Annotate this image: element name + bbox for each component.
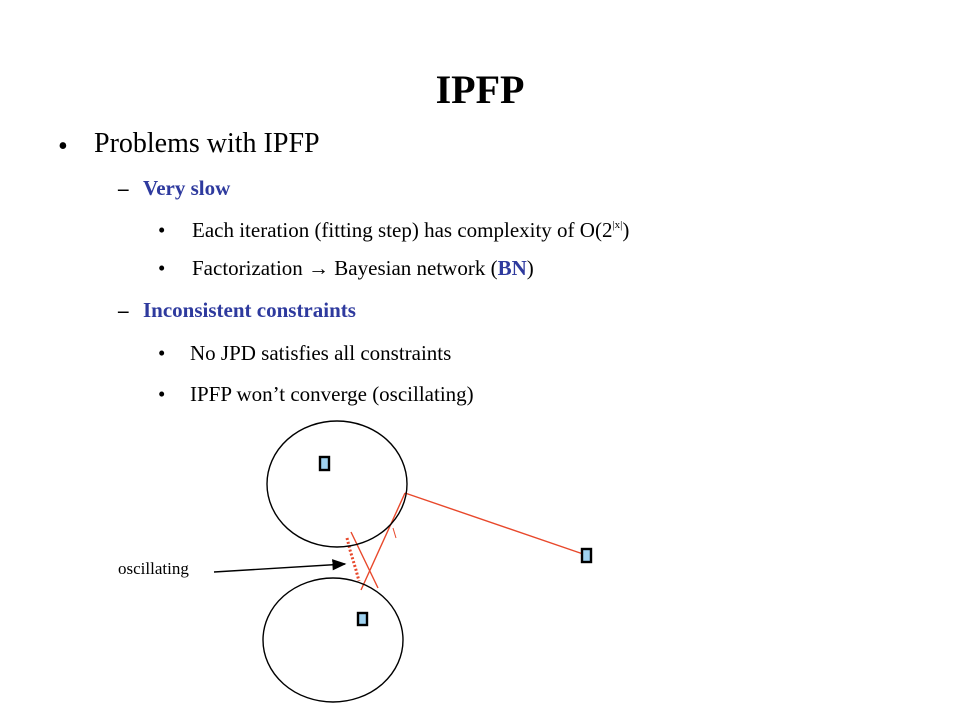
bn-abbreviation: BN	[497, 256, 527, 280]
point-marker	[580, 547, 593, 564]
bullet-icon: •	[158, 341, 166, 365]
iteration-close: )	[622, 218, 630, 242]
bullet-factorization: Factorization → Bayesian network (BN)	[192, 256, 534, 281]
bullet-iteration-complexity: Each iteration (fitting step) has comple…	[192, 218, 629, 243]
lower-constraint-set	[262, 577, 404, 703]
complexity-exponent: |x|	[612, 219, 623, 231]
dash-icon: –	[118, 176, 129, 200]
annotation-arrow	[213, 559, 347, 573]
bullet-no-jpd: No JPD satisfies all constraints	[190, 341, 452, 365]
slide-title: IPFP	[435, 67, 525, 112]
subheading-inconsistent-constraints: Inconsistent constraints	[143, 298, 356, 322]
factorization-text: Factorization → Bayesian network (	[192, 256, 498, 280]
point-marker	[318, 455, 331, 472]
bullet-wont-converge: IPFP won’t converge (oscillating)	[190, 382, 474, 406]
subheading-very-slow: Very slow	[143, 176, 231, 200]
bullet-icon: •	[158, 218, 166, 242]
oscillating-label: oscillating	[118, 559, 189, 578]
factorization-close: )	[526, 256, 534, 280]
constraint-line	[360, 492, 406, 591]
dash-icon: –	[118, 298, 129, 322]
constraint-line	[350, 531, 379, 589]
upper-constraint-set	[266, 420, 408, 548]
bullet-icon: •	[58, 131, 68, 162]
iteration-text: Each iteration (fitting step) has comple…	[192, 218, 613, 242]
point-marker	[356, 611, 369, 627]
tick-mark	[392, 527, 397, 539]
constraint-line	[404, 492, 587, 556]
bullet-icon: •	[158, 382, 166, 406]
bullet-icon: •	[158, 256, 166, 280]
bullet-problems: Problems with IPFP	[94, 128, 320, 159]
